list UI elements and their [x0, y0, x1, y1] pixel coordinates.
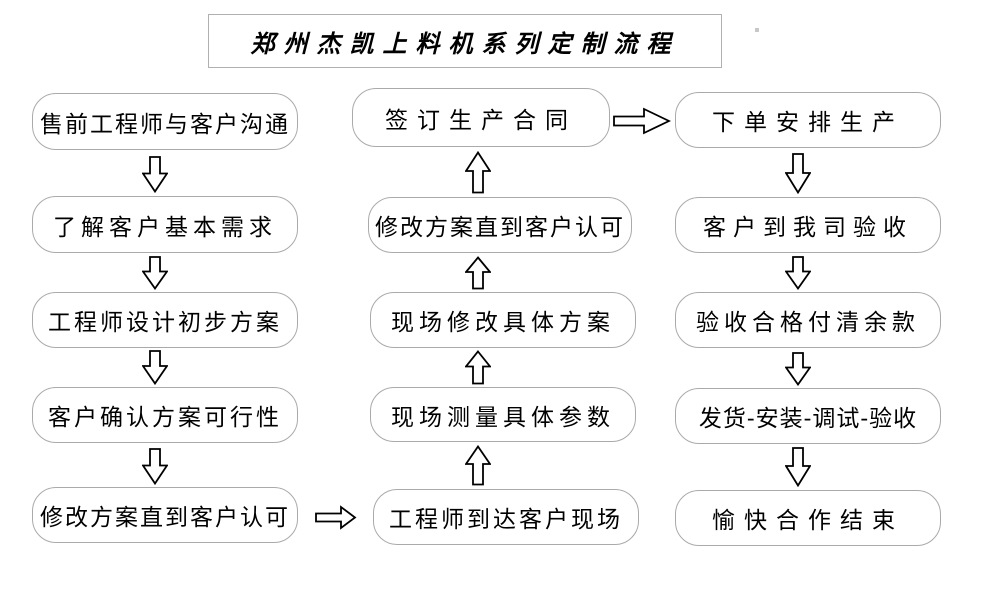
step-pay-remaining-balance: 验收合格付清余款: [675, 292, 941, 348]
step-presales-communication: 售前工程师与客户沟通: [32, 93, 298, 150]
step-customer-acceptance-visit: 客户到我司验收: [675, 197, 941, 253]
step-label: 现场修改具体方案: [391, 310, 615, 336]
step-ship-install-debug-accept: 发货-安装-调试-验收: [675, 388, 941, 444]
step-design-preliminary-plan: 工程师设计初步方案: [32, 292, 298, 348]
step-label: 修改方案直到客户认可: [40, 505, 290, 531]
step-label: 发货-安装-调试-验收: [698, 406, 918, 432]
step-label: 工程师设计初步方案: [48, 310, 282, 336]
step-onsite-modify-plan: 现场修改具体方案: [370, 292, 636, 348]
step-label: 验收合格付清余款: [696, 310, 920, 336]
down-arrow-icon: [142, 448, 168, 485]
flowchart-title: 郑州杰凯上料机系列定制流程: [250, 28, 680, 58]
flowchart-title-box: 郑州杰凯上料机系列定制流程: [208, 14, 722, 68]
step-revise-until-approved-left: 修改方案直到客户认可: [32, 487, 298, 543]
up-arrow-icon: [465, 445, 491, 486]
step-label: 客户确认方案可行性: [48, 405, 282, 431]
step-label: 签订生产合同: [385, 107, 577, 134]
step-revise-until-approved-middle: 修改方案直到客户认可: [368, 197, 632, 253]
down-arrow-icon: [785, 447, 811, 487]
step-label: 愉快合作结束: [712, 508, 904, 534]
step-happy-cooperation-end: 愉快合作结束: [675, 490, 941, 546]
step-label: 售前工程师与客户沟通: [40, 111, 290, 138]
down-arrow-icon: [142, 156, 168, 193]
right-arrow-icon: [613, 107, 671, 135]
up-arrow-icon: [465, 151, 491, 194]
step-onsite-measure-params: 现场测量具体参数: [370, 387, 636, 442]
step-label: 客户到我司验收: [703, 215, 913, 241]
up-arrow-icon: [465, 350, 491, 385]
down-arrow-icon: [142, 256, 168, 290]
step-understand-needs: 了解客户基本需求: [32, 196, 298, 253]
right-arrow-icon: [315, 505, 357, 530]
down-arrow-icon: [142, 350, 168, 385]
step-label: 修改方案直到客户认可: [375, 215, 625, 241]
step-label: 下单安排生产: [712, 110, 904, 136]
step-sign-contract: 签订生产合同: [352, 88, 610, 147]
step-label: 现场测量具体参数: [391, 404, 615, 431]
down-arrow-icon: [785, 153, 811, 194]
up-arrow-icon: [465, 256, 491, 290]
step-engineer-arrives-onsite: 工程师到达客户现场: [373, 489, 639, 545]
step-order-arrange-production: 下单安排生产: [675, 92, 941, 148]
step-label: 了解客户基本需求: [53, 214, 277, 241]
down-arrow-icon: [785, 352, 811, 386]
down-arrow-icon: [785, 256, 811, 290]
step-confirm-feasibility: 客户确认方案可行性: [32, 387, 298, 443]
stray-dot: [755, 28, 759, 32]
step-label: 工程师到达客户现场: [389, 507, 623, 533]
